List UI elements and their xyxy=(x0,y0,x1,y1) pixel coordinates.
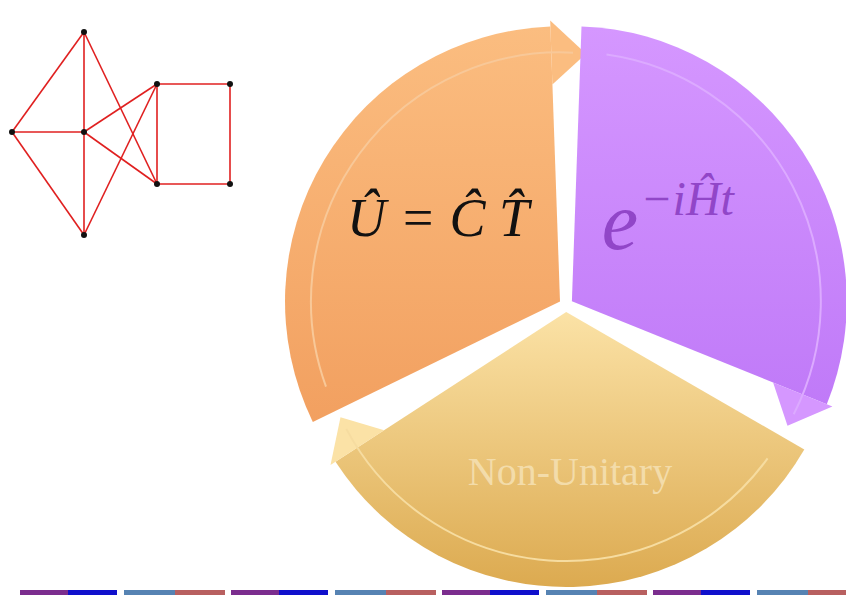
arrow-arc xyxy=(346,429,767,561)
segment-label: Non-Unitary xyxy=(468,452,672,492)
non-unitary-segment: Non-Unitary xyxy=(318,300,822,590)
pie-segment xyxy=(336,312,805,587)
segment-label: Û = Ĉ T̂ xyxy=(347,191,529,245)
segment-label: e xyxy=(602,181,638,263)
graph-vertices xyxy=(9,29,233,238)
arrow-head xyxy=(773,383,832,426)
formula-exponent: −iĤt xyxy=(640,175,734,223)
non-unitary-segment-shape xyxy=(318,300,822,590)
graph-edges xyxy=(12,32,230,235)
footer-stripe xyxy=(20,590,846,595)
arrow-head xyxy=(331,417,385,465)
